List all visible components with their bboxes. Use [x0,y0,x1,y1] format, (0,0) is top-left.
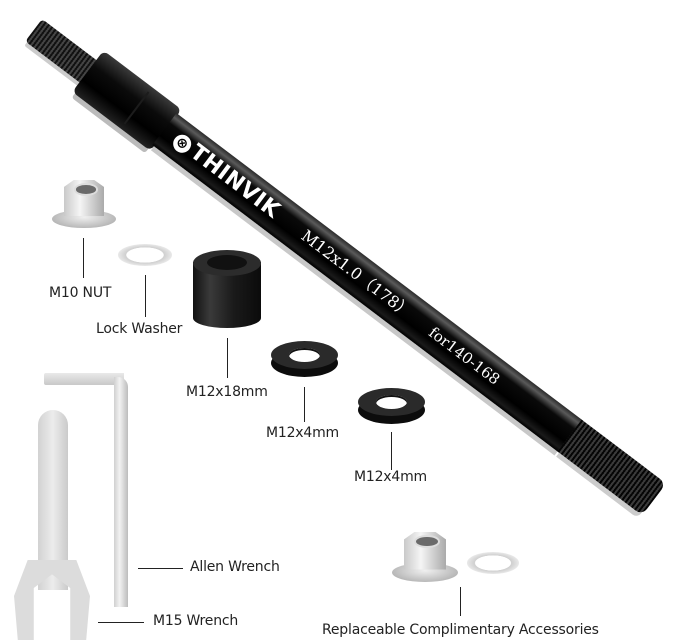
spacer-18mm-label: M12x18mm [186,384,268,400]
lock-washer-leader [145,275,146,317]
axle-thread-tip [557,419,667,516]
allen-wrench-label: Allen Wrench [190,559,280,575]
spacer-4mm-leader-b [391,432,392,470]
accessories-label: Replaceable Complimentary Accessories [322,622,599,638]
spare-nut-image [392,532,458,582]
spacer-18mm-image [193,250,261,328]
allen-wrench-image [44,373,130,607]
accessories-leader [460,587,461,616]
m15-wrench-leader [98,622,144,623]
axle-spec: M12x1.0（178） [297,226,416,322]
spacer-4mm-leader-a [304,387,305,422]
m15-wrench-image [14,410,90,640]
brand-mark: ⊗THINVIK [168,128,285,224]
allen-wrench-leader [138,568,183,569]
spacer-4mm-image-a [271,341,338,377]
m10-nut-leader [83,238,84,278]
spare-washer-image [467,552,519,574]
thru-axle: ⊗THINVIK M12x1.0（178） for140-168 [25,19,667,516]
spacer-4mm-label-b: M12x4mm [354,469,427,485]
lock-washer-image [118,244,172,266]
m15-wrench-label: M15 Wrench [153,613,239,629]
spacer-4mm-label-a: M12x4mm [266,425,339,441]
spacer-4mm-image-b [358,388,425,424]
spacer-18mm-leader [227,338,228,378]
lock-washer-label: Lock Washer [96,321,183,337]
m10-nut-image [52,180,116,228]
m10-nut-label: M10 NUT [49,285,112,301]
